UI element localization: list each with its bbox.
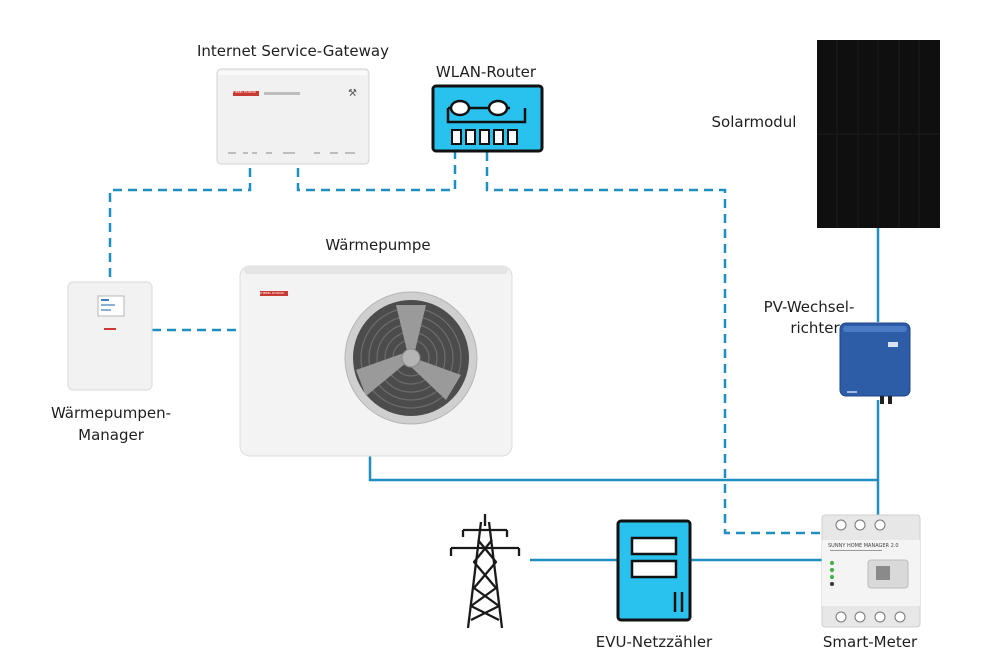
heatpump-manager-device xyxy=(67,281,153,391)
meter-label: EVU-Netzzähler xyxy=(595,633,713,651)
gateway-to-router-link xyxy=(296,152,457,192)
heatpump-brand-text: STIEBEL ELTRON xyxy=(259,291,284,295)
power-pylon-icon xyxy=(449,514,521,629)
gateway-label: Internet Service-Gateway xyxy=(197,42,389,60)
network-connections xyxy=(108,152,822,535)
gateway-to-manager-link xyxy=(108,168,252,278)
solar-panel xyxy=(817,40,940,228)
solar-label: Solarmodul xyxy=(711,113,797,131)
smartmeter-title-text: SUNNY HOME MANAGER 2.0 xyxy=(828,542,914,550)
manager-label-line2: Manager xyxy=(78,426,144,444)
router-to-smartmeter-link xyxy=(485,152,822,535)
gateway-brand-text: STIEBEL ELTRON xyxy=(231,90,256,94)
smartmeter-device xyxy=(821,514,921,628)
heatpump-to-smartmeter-line xyxy=(368,455,878,482)
svg-text:⚒: ⚒ xyxy=(348,88,357,99)
grid-meter-device xyxy=(616,519,692,622)
heatpump-device xyxy=(239,265,513,457)
smartmeter-label: Smart-Meter xyxy=(822,633,918,651)
gateway-device: ⚒ xyxy=(216,68,370,165)
heatpump-label: Wärmepumpe xyxy=(325,236,431,254)
power-connections xyxy=(368,228,880,562)
router-label: WLAN-Router xyxy=(435,63,537,81)
inverter-label-line2: richter xyxy=(790,319,840,337)
router-device xyxy=(431,84,544,153)
manager-label-line1: Wärmepumpen- xyxy=(50,404,172,422)
inverter-label-line1: PV-Wechsel- xyxy=(763,298,855,316)
inverter-device xyxy=(839,322,911,404)
